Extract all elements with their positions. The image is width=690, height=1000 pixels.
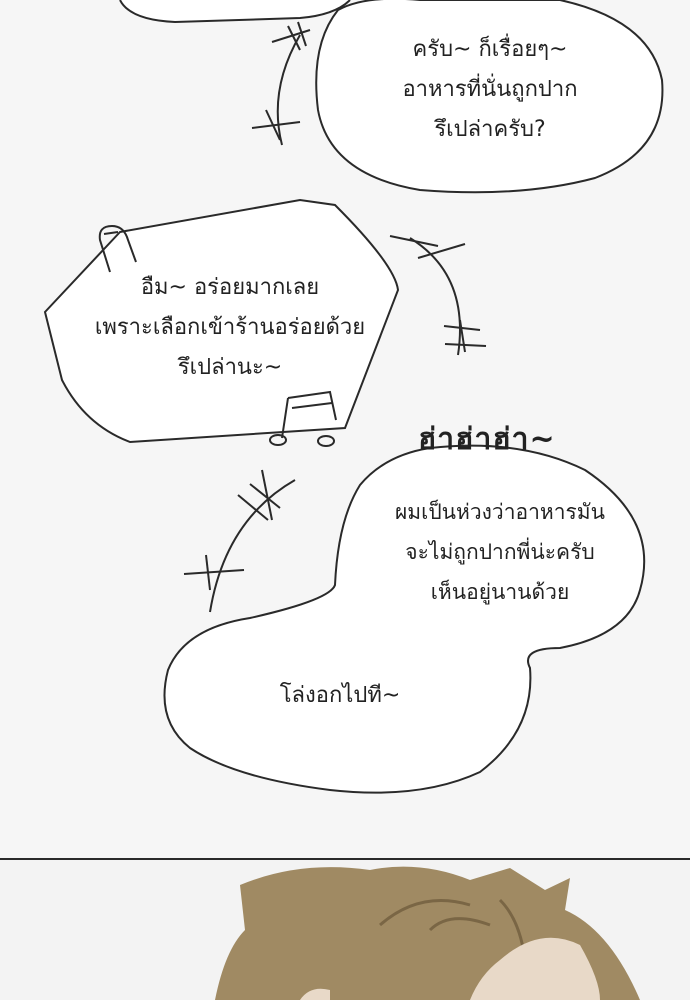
hexagon-speech-bubble [43, 198, 400, 444]
laugh-sound-effect: ฮ่าฮ่าฮ่า~ [418, 422, 556, 457]
previous-bubble-fragment [119, 0, 351, 24]
relief-bubble-text: โล่งอกไปที~ [279, 683, 401, 708]
hexagon-bubble-text: อืม~ อร่อยมากเลย เพราะเลือกเข้าร้านอร่อย… [94, 275, 366, 380]
stitch-mark-top [251, 21, 311, 146]
stitch-mark-right [389, 235, 487, 356]
paperclip-decoration [98, 224, 137, 273]
top-bubble-text: ครับ~ ก็เรื่อยๆ~ อาหารที่นั่นถูกปาก รึเป… [402, 37, 578, 142]
stitch-mark-lower [183, 469, 296, 613]
worry-bubble-text: ผมเป็นห่วงว่าอาหารมัน จะไม่ถูกปากพี่น่ะค… [395, 500, 605, 604]
top-speech-bubble [315, 0, 664, 194]
lower-speech-bubble [163, 444, 646, 794]
character-face-edge [300, 988, 330, 1000]
music-note-decoration [269, 390, 337, 447]
character-forehead [470, 937, 600, 1000]
